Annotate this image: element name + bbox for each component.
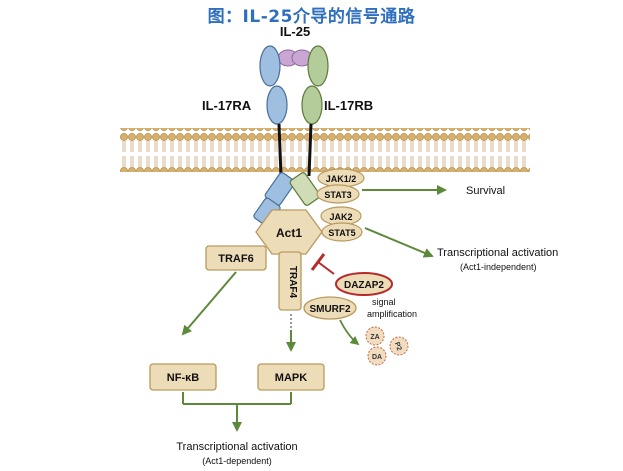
stat3-label: STAT3 (324, 190, 351, 200)
arrow-to-fragments (339, 319, 360, 346)
tx-independent-label: Transcriptional activation (437, 247, 558, 259)
tx-dependent-sub: (Act1-dependent) (202, 456, 272, 466)
dazap2-fragments (365, 326, 409, 366)
cell-membrane (120, 128, 530, 172)
stat3-node (316, 184, 360, 204)
smurf2-node (303, 296, 357, 320)
signal-amp-label-2: amplification (367, 309, 417, 319)
inhibition-bar (310, 253, 326, 271)
traf6-label: TRAF6 (218, 253, 253, 265)
traf4-label: TRAF4 (287, 266, 298, 299)
tx-independent-sub: (Act1-independent) (460, 262, 537, 272)
page-title: 图：IL-25介导的信号通路 (207, 7, 416, 27)
smurf2-label: SMURF2 (309, 304, 351, 315)
jak12-label: JAK1/2 (326, 174, 357, 184)
il17ra-receptor (253, 45, 296, 227)
dazap2-label: DAZAP2 (344, 280, 384, 291)
arrow-to-tx-independent (364, 227, 434, 258)
il17rb-receptor (289, 45, 329, 206)
traf4-node (278, 251, 302, 311)
traf6-node (205, 245, 267, 271)
dazap2-node (335, 272, 393, 296)
fragment-da: DA (372, 354, 382, 361)
fragment-p2: P2 (393, 341, 403, 352)
act1-label: Act1 (276, 226, 302, 240)
stat5-label: STAT5 (328, 228, 355, 238)
jak2-label: JAK2 (329, 212, 352, 222)
il17rb-label: IL-17RB (324, 98, 373, 113)
arrow-traf6-to-nfkb (181, 271, 237, 336)
act1-node (255, 209, 323, 255)
mapk-node (257, 363, 325, 391)
inhibition-line (317, 261, 335, 275)
il17ra-label: IL-17RA (202, 98, 252, 113)
nfkb-label: NF-κB (167, 372, 199, 384)
il25-label: IL-25 (280, 24, 310, 39)
stat5-node (321, 222, 363, 242)
fragment-za: ZA (370, 334, 379, 341)
nfkb-node (149, 363, 217, 391)
tx-dependent-label: Transcriptional activation (176, 441, 297, 453)
mapk-label: MAPK (275, 372, 307, 384)
survival-label: Survival (466, 185, 505, 197)
signal-amp-label-1: signal (372, 297, 396, 307)
il25-ligand (277, 49, 313, 67)
